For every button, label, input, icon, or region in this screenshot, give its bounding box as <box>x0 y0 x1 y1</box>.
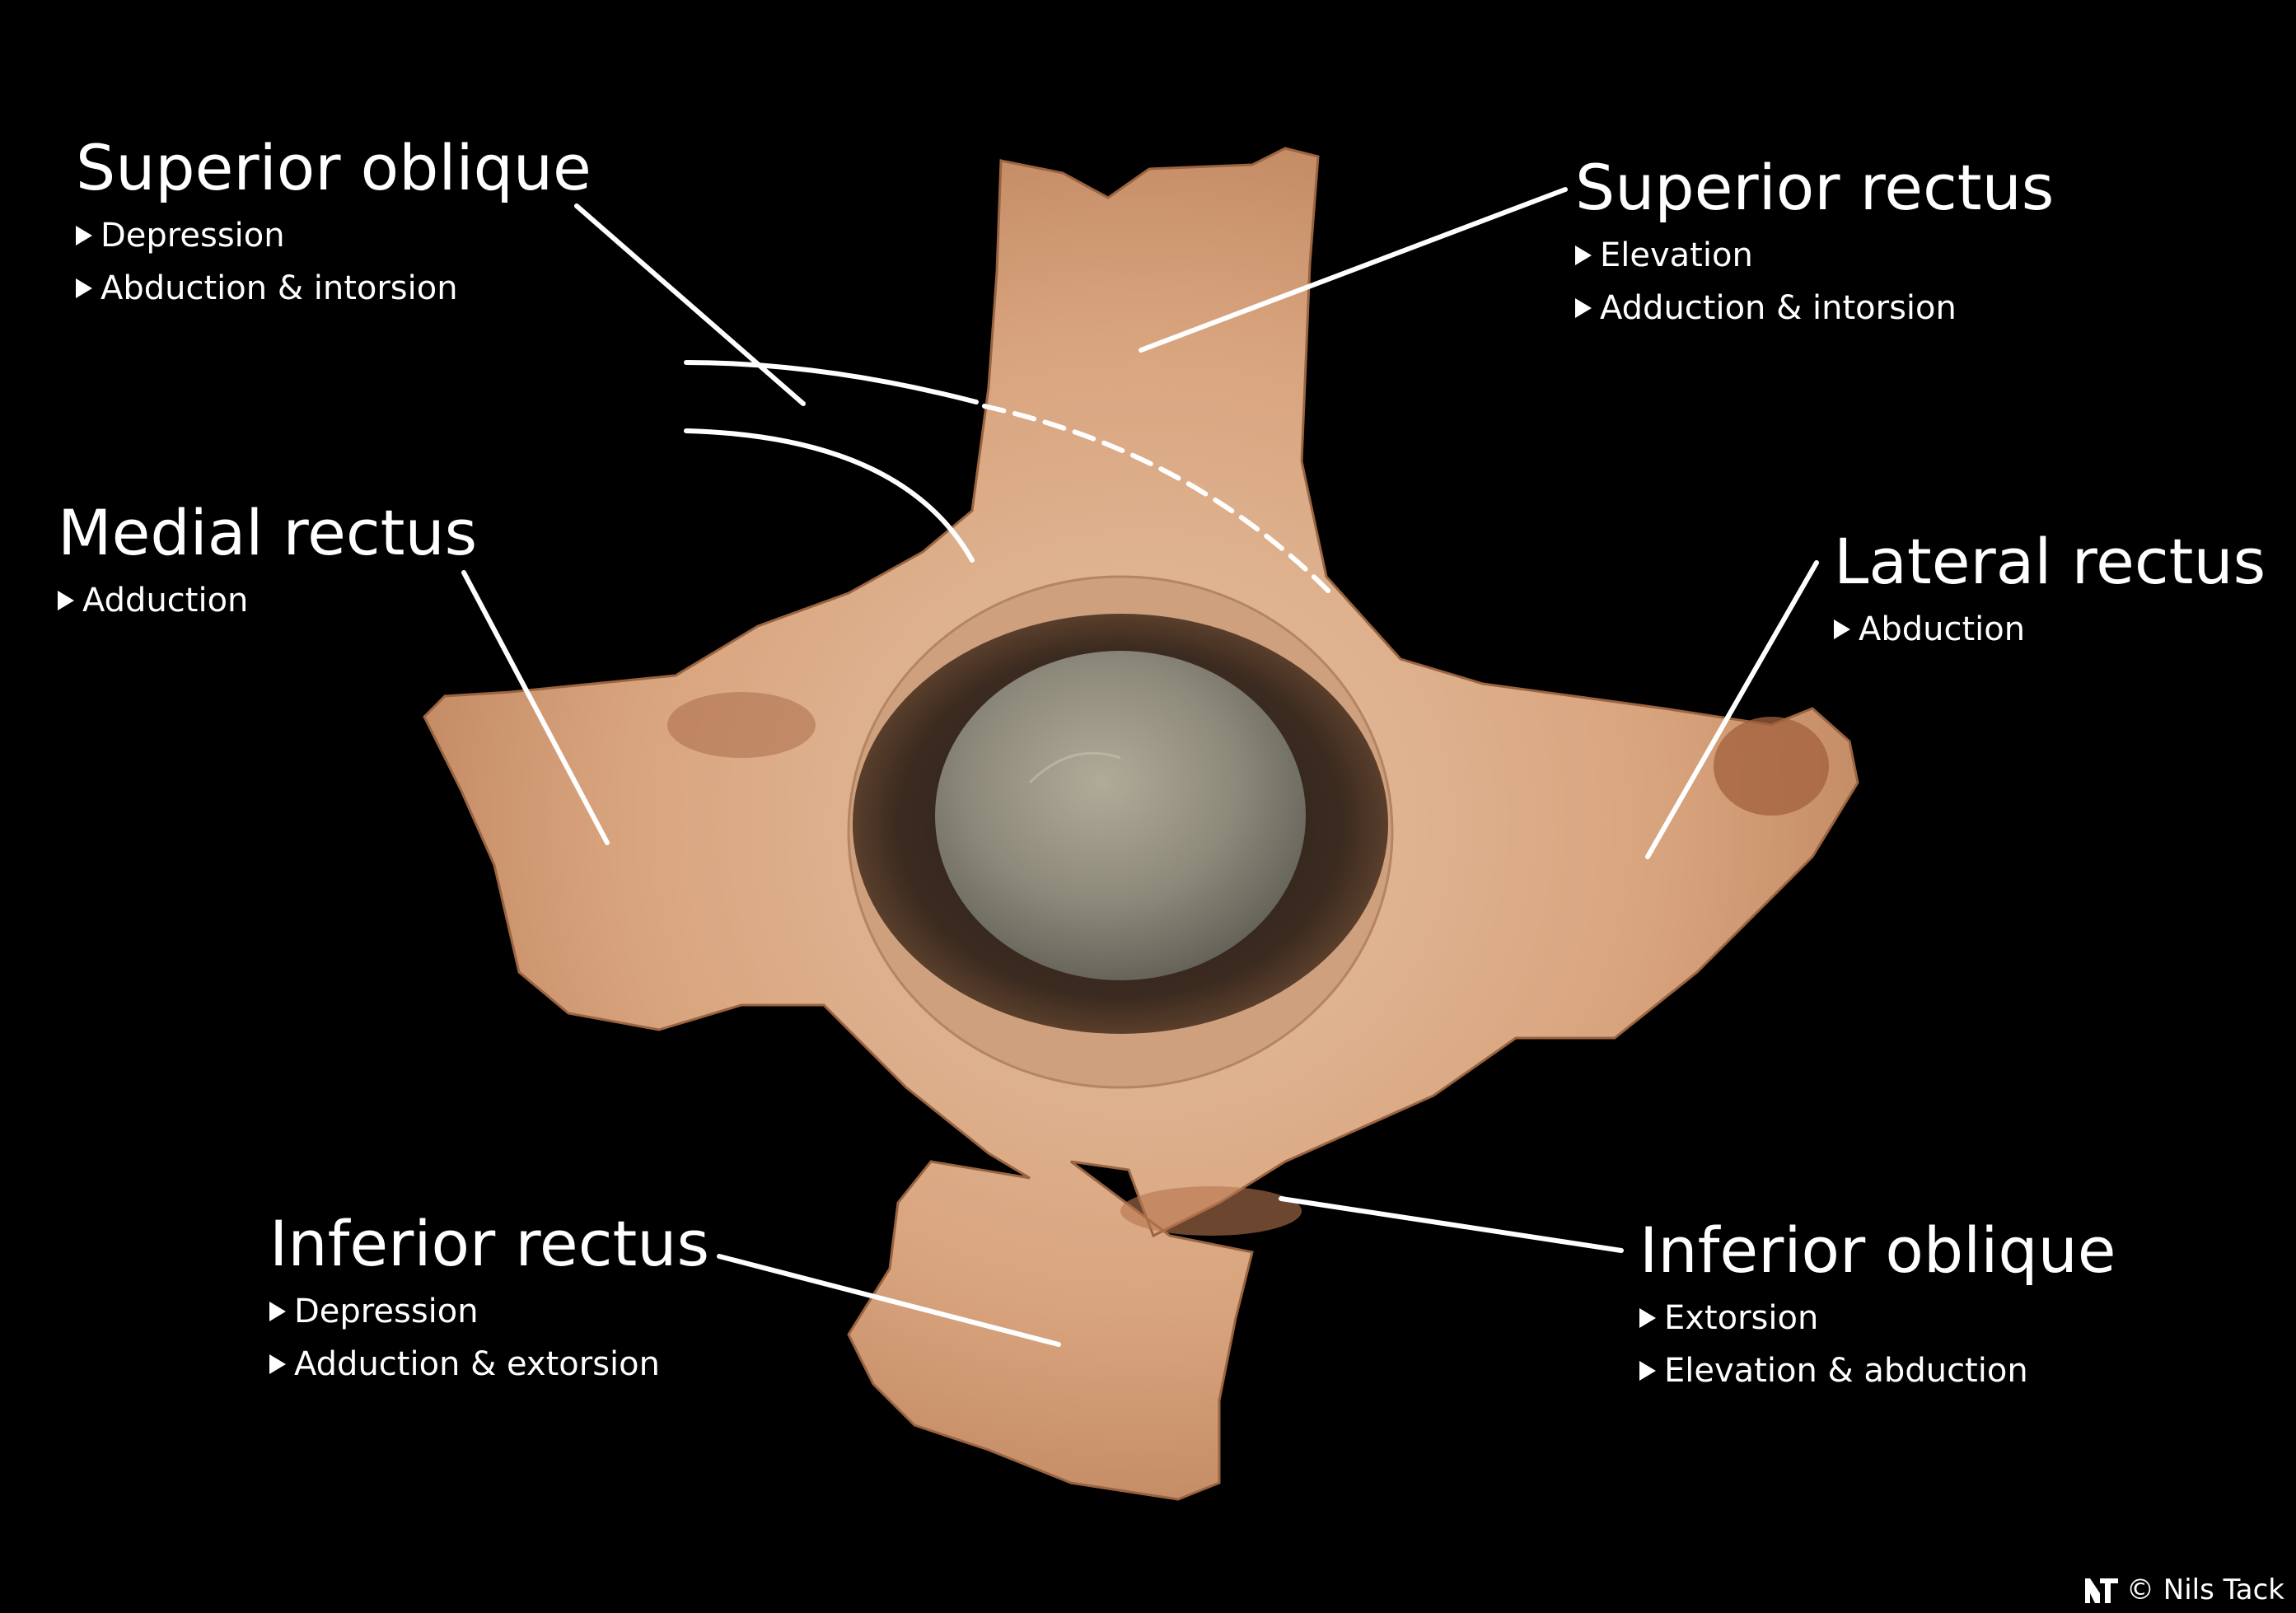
muscle-name: Superior oblique <box>76 131 592 204</box>
triangle-bullet-icon <box>269 1301 286 1321</box>
triangle-bullet-icon <box>1575 245 1592 265</box>
action-item: Depression <box>76 209 592 262</box>
action-item: Abduction <box>1834 603 2266 656</box>
triangle-bullet-icon <box>58 590 74 610</box>
label-superior-rectus: Superior rectus Elevation Adduction & in… <box>1575 153 2054 334</box>
action-item: Elevation <box>1575 229 2054 282</box>
credit-text: © Nils Tack <box>2125 1573 2284 1606</box>
superior-oblique-tendon-dashed <box>982 404 1337 600</box>
triangle-bullet-icon <box>1639 1360 1656 1381</box>
label-inferior-oblique: Inferior oblique Extorsion Elevation & a… <box>1639 1216 2116 1397</box>
action-item: Abduction & intorsion <box>76 262 592 315</box>
muscle-name: Inferior rectus <box>269 1207 710 1280</box>
triangle-bullet-icon <box>76 278 92 298</box>
label-superior-oblique: Superior oblique Depression Abduction & … <box>76 133 592 315</box>
triangle-bullet-icon <box>1575 297 1592 318</box>
inferior-rectus-pointer <box>717 1254 1061 1347</box>
superior-oblique-pointer <box>574 203 806 406</box>
cornea <box>935 651 1306 980</box>
muscle-name: Lateral rectus <box>1834 525 2266 598</box>
triangle-bullet-icon <box>1834 619 1850 639</box>
inferior-oblique-pointer <box>1279 1196 1624 1253</box>
action-item: Adduction <box>58 574 477 627</box>
label-medial-rectus: Medial rectus Adduction <box>58 498 477 627</box>
triangle-bullet-icon <box>1639 1307 1656 1328</box>
superior-rectus-pointer <box>1139 187 1568 353</box>
triangle-bullet-icon <box>269 1354 286 1374</box>
medial-rectus-pointer <box>461 570 610 845</box>
credit: © Nils Tack <box>2083 1573 2284 1606</box>
label-inferior-rectus: Inferior rectus Depression Adduction & e… <box>269 1209 709 1391</box>
lateral-rectus-pointer <box>1645 560 1819 859</box>
muscle-name: Superior rectus <box>1575 151 2055 224</box>
superior-oblique-tendon-upper <box>684 360 979 404</box>
nt-logo-icon <box>2084 1578 2118 1603</box>
action-item: Elevation & abduction <box>1639 1344 2116 1397</box>
muscle-name: Inferior oblique <box>1639 1213 2116 1287</box>
muscle-name: Medial rectus <box>58 496 478 569</box>
action-item: Extorsion <box>1639 1292 2116 1344</box>
action-item: Adduction & extorsion <box>269 1338 709 1391</box>
superior-oblique-tendon-lower <box>684 428 975 563</box>
label-lateral-rectus: Lateral rectus Abduction <box>1834 527 2266 656</box>
triangle-bullet-icon <box>76 225 92 245</box>
action-item: Adduction & intorsion <box>1575 282 2054 334</box>
action-item: Depression <box>269 1285 709 1338</box>
